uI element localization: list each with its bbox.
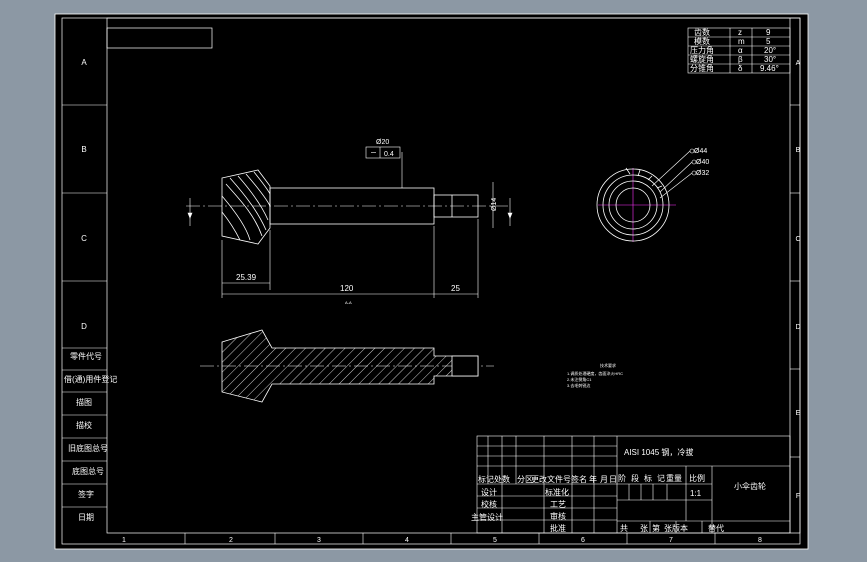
zone-letter-d-right: D bbox=[795, 324, 800, 331]
param-val-module: 5 bbox=[766, 37, 771, 46]
zone-number-3: 3 bbox=[317, 537, 321, 544]
zone-letter-b-left: B bbox=[81, 145, 86, 154]
zone-number-5: 5 bbox=[493, 537, 497, 544]
zone-letter-f-right: F bbox=[796, 493, 800, 500]
header-day: 日 bbox=[609, 475, 617, 484]
inner-frame bbox=[106, 17, 801, 534]
stage-header-1: 阶 bbox=[618, 473, 626, 483]
zone-number-2: 2 bbox=[229, 537, 233, 544]
zone-letter-a-right: A bbox=[796, 60, 801, 67]
diameter-14-label: Ø14 bbox=[491, 198, 498, 211]
zone-letter-d-left: D bbox=[81, 322, 87, 331]
row-review: 审核 bbox=[550, 511, 566, 521]
param-sym-module: m bbox=[738, 37, 745, 46]
material-text: AISI 1045 钢，冷拔 bbox=[624, 447, 693, 457]
zone-number-8: 8 bbox=[758, 537, 762, 544]
row-chief-design: 主管设计 bbox=[471, 512, 503, 522]
param-name-pressure-angle: 压力角 bbox=[690, 45, 714, 55]
drawing-sheet bbox=[54, 13, 809, 550]
title-block: AISI 1045 钢，冷拔 标记 处数 分区 更改文件号 签名 年 月 日 阶… bbox=[471, 435, 791, 534]
footer-total: 共 bbox=[620, 524, 628, 533]
zone-number-6: 6 bbox=[581, 537, 585, 544]
param-name-teeth: 齿数 bbox=[694, 27, 710, 37]
row-approve: 批准 bbox=[550, 523, 566, 533]
header-count: 处数 bbox=[494, 474, 510, 484]
row-standard: 标准化 bbox=[545, 487, 569, 497]
side-label-part-code: 零件代号 bbox=[70, 351, 102, 361]
gear-parameter-table: 齿数 z 9 模数 m 5 压力角 α 20° 螺旋角 β 30° 分锥角 δ … bbox=[687, 27, 791, 74]
row-check: 校核 bbox=[481, 499, 497, 509]
diameter-20-label: Ø20 bbox=[376, 139, 389, 146]
side-label-trace-check: 描校 bbox=[76, 420, 92, 430]
side-label-borrowed: 借(通)用件登记 bbox=[64, 374, 117, 384]
circle-44-label: Ø44 bbox=[694, 148, 707, 155]
side-label-base: 底图总号 bbox=[72, 466, 104, 476]
row-process: 工艺 bbox=[550, 500, 566, 509]
side-registration-strip: 零件代号 借(通)用件登记 描图 描校 旧底图总号 底图总号 签字 日期 bbox=[62, 347, 117, 522]
part-name: 小伞齿轮 bbox=[734, 481, 766, 491]
param-val-cone-angle: 9.46° bbox=[760, 64, 779, 73]
zone-letter-b-right: B bbox=[796, 147, 801, 154]
param-name-cone-angle: 分锥角 bbox=[690, 63, 714, 73]
side-label-trace: 描图 bbox=[76, 397, 92, 407]
param-sym-pressure-angle: α bbox=[738, 46, 743, 55]
stage-header-weight: 重量 bbox=[666, 473, 682, 483]
side-label-sign: 签字 bbox=[78, 489, 94, 499]
zone-letter-e-right: E bbox=[796, 410, 801, 417]
footer-sheet: 张 bbox=[664, 524, 672, 533]
stage-header-3: 标 bbox=[644, 473, 652, 483]
param-val-pressure-angle: 20° bbox=[764, 46, 776, 55]
footer-version: 版本 bbox=[672, 523, 688, 533]
zone-number-4: 4 bbox=[405, 537, 409, 544]
header-month: 月 bbox=[600, 475, 608, 484]
param-val-teeth: 9 bbox=[766, 28, 771, 37]
tech-line-3: 3.去毛刺锐边 bbox=[567, 382, 590, 388]
param-sym-cone-angle: δ bbox=[738, 64, 743, 73]
footer-sheets: 张 bbox=[640, 524, 648, 533]
header-mark: 标记 bbox=[478, 474, 494, 484]
pinion-shaft-main-view: Ø20 0.4 Ø14 25.39 120 25 A-A bbox=[186, 139, 513, 305]
param-val-helix-angle: 30° bbox=[764, 55, 776, 64]
tech-title: 技术要求 bbox=[600, 362, 616, 368]
footer-number: 第 bbox=[652, 523, 660, 533]
length-shaft-label: 120 bbox=[340, 284, 354, 293]
row-design: 设计 bbox=[481, 487, 497, 497]
length-gear-label: 25.39 bbox=[236, 273, 257, 282]
zone-number-1: 1 bbox=[122, 537, 126, 544]
tech-line-2: 2.未注倒角C1 bbox=[567, 376, 592, 382]
param-sym-helix-angle: β bbox=[738, 55, 743, 64]
side-label-old-base: 旧底图总号 bbox=[68, 443, 108, 453]
footer-replace: 替代 bbox=[708, 523, 724, 533]
pinion-shaft-section-view bbox=[200, 329, 494, 403]
zone-letter-c-left: C bbox=[81, 234, 87, 243]
zone-letter-a-left: A bbox=[81, 58, 87, 67]
length-end-label: 25 bbox=[451, 284, 460, 293]
circle-32-label: Ø32 bbox=[696, 170, 709, 177]
side-label-date: 日期 bbox=[78, 513, 94, 522]
technical-requirements: 技术要求 1.调质处理硬度，齿面淬火HRC 2.未注倒角C1 3.去毛刺锐边 bbox=[567, 362, 623, 388]
tolerance-value: 0.4 bbox=[384, 151, 394, 158]
stage-header-scale: 比例 bbox=[689, 473, 705, 483]
header-year: 年 bbox=[589, 474, 597, 484]
zone-number-7: 7 bbox=[669, 537, 673, 544]
param-name-helix-angle: 螺旋角 bbox=[690, 54, 714, 64]
circle-40-label: Ø40 bbox=[696, 159, 709, 166]
gear-end-view: Ø44 Ø40 Ø32 bbox=[596, 148, 709, 242]
stage-header-4: 记 bbox=[657, 474, 665, 483]
tech-line-1: 1.调质处理硬度，齿面淬火HRC bbox=[567, 370, 623, 376]
section-label: A-A bbox=[345, 300, 352, 305]
header-sign: 签名 bbox=[571, 474, 587, 484]
param-sym-teeth: z bbox=[738, 28, 742, 37]
top-left-box bbox=[106, 27, 213, 49]
scale-value: 1:1 bbox=[690, 489, 702, 498]
stage-header-2: 段 bbox=[631, 473, 639, 483]
param-name-module: 模数 bbox=[694, 36, 710, 46]
header-zone: 分区 bbox=[517, 475, 533, 484]
zone-letter-c-right: C bbox=[795, 236, 800, 243]
header-change-doc: 更改文件号 bbox=[531, 474, 571, 484]
